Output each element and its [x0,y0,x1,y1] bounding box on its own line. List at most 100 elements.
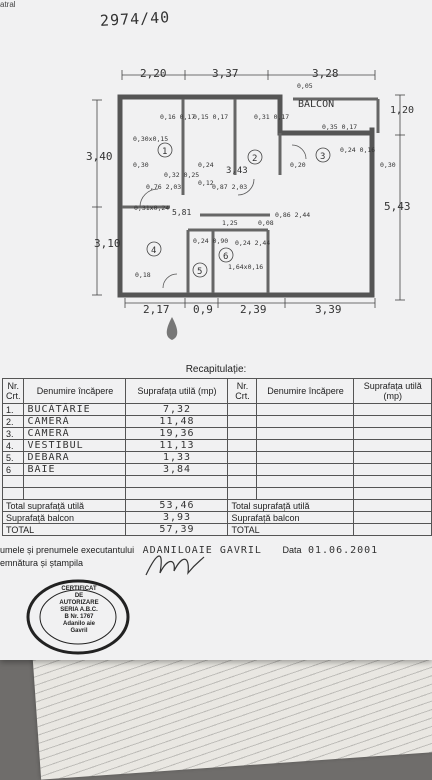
total-util-value: 53,46 [125,499,229,512]
plan-note: 0,12 [198,179,214,187]
balcon-area-label: Suprafață balcon [1,511,127,524]
room-number-6: 6 [223,252,228,262]
seal-line: Adanilo aie [62,621,95,627]
col-header-nr-2: Nr. Crt. [227,378,258,404]
right-total-util-label: Total suprafață utilă [227,499,355,512]
room-number-5: 5 [197,267,202,277]
dim-bottom-2: 0,9 [193,303,213,316]
seal-line: Gavril [70,628,88,634]
seal-line: AUTORIZARE [59,600,99,606]
plan-note: 0,35 0,17 [322,123,357,131]
seal-line: B Nr. 1767 [64,614,94,620]
dim-bottom-4: 3,39 [315,303,342,316]
row-name: BUCĂTĂRIE [23,403,127,416]
balcon-area-value: 3,93 [125,511,229,524]
row-name: BAIE [23,463,127,476]
signature [145,555,205,576]
row-nr: 5. [1,451,25,464]
table-row: 3. CAMERĂ 19,36 [1,427,432,440]
plan-note: 3,43 [226,166,248,176]
row-nr: 3. [1,427,25,440]
recap-table: Nr. Crt. Denumire încăpere Suprafața uti… [1,378,432,536]
total-util-label: Total suprafață utilă [1,499,127,512]
total-label: TOTAL [1,523,127,536]
dim-bottom-3: 2,39 [240,303,267,316]
total-value: 57,39 [125,523,229,536]
plan-note: 0,86 2,44 [275,211,310,219]
col-header-nr: Nr. Crt. [1,378,25,404]
row-area: 11,13 [125,439,229,452]
plan-note: 0,16 0,17 [160,113,195,121]
plan-note: 0,31x0,24 [134,204,169,212]
floor-plan: 2,20 3,37 3,28 2,17 0,9 2,39 3,39 3,40 3… [86,67,414,340]
plan-note: 0,24 2,44 [235,239,270,247]
plan-note: 0,76 2,03 [146,183,181,191]
plan-note: 0,87 2,03 [212,183,247,191]
row-name: DEBARA [23,451,127,464]
date-label: Data [282,545,302,555]
dim-bottom-1: 2,17 [143,303,170,316]
dim-right-2: 5,43 [384,200,411,213]
row-nr: 6 [1,463,25,476]
row-nr: 2. [1,415,25,428]
col-header-name-2: Denumire încăpere [256,378,355,404]
row-nr: 4. [1,439,25,452]
plan-note: 1,25 [222,219,238,227]
row-nr: 1. [1,403,25,416]
row-area: 1,33 [125,451,229,464]
plan-note: 0,18 [135,271,151,279]
footer-executor: umele și prenumele executantului ADANILO… [0,545,378,556]
plan-note: 1,64x0,16 [228,263,263,271]
plan-note: 0,05 [297,82,313,90]
plan-note: 0,24 0,90 [193,237,228,245]
plan-note: 0,30 [380,161,396,169]
stamp-seal: CERTIFICAT DE AUTORIZARE SERIA A.B.C. B … [25,578,131,656]
executor-label: umele și prenumele executantului [0,545,135,555]
room-number-2: 2 [252,154,257,164]
table-row: 5. DEBARA 1,33 [1,451,432,464]
plan-number: 2974/40 [99,8,171,30]
plan-note: 0,32 0,25 [164,171,199,179]
row-name: CAMERĂ [23,415,127,428]
room-number-3: 3 [320,152,325,162]
plan-note: 0,31 0,17 [254,113,289,121]
recap-title: Recapitulație: [185,364,247,375]
row-area: 3,84 [125,463,229,476]
dim-top-2: 3,37 [212,67,239,80]
signature-label: emnătura și ștampila [0,558,84,568]
dim-right-1: 1,20 [390,105,414,116]
corner-text: atral [0,0,16,9]
seal-line: CERTIFICAT [61,586,97,592]
col-header-area: Suprafața utilă (mp) [125,378,229,404]
table-row: 6 BAIE 3,84 [1,463,432,476]
plan-note: 0,15 0,17 [193,113,228,121]
row-area: 11,48 [125,415,229,428]
plan-note: 0,08 [258,219,274,227]
floor-plan-document: atral 2974/40 [0,0,432,660]
balcon-label: BALCON [298,99,334,110]
right-balcon-label: Suprafață balcon [227,511,355,524]
dim-left-1: 3,40 [86,150,113,163]
dim-left-2: 3,10 [94,237,121,250]
col-header-area-2: Suprafața utilă (mp) [353,378,432,404]
room-number-1: 1 [162,147,167,157]
table-row: 4. VESTIBUL 11,13 [1,439,432,452]
plan-note: 0,20 [290,161,306,169]
plan-note: 5,81 [172,208,191,217]
plan-note: 0,24 0,16 [340,146,375,154]
col-header-name: Denumire încăpere [23,378,127,404]
table-row: 1. BUCĂTĂRIE 7,32 [1,403,432,416]
date-value: 01.06.2001 [308,545,379,556]
row-area: 7,32 [125,403,229,416]
plan-note: 0,24 [198,161,214,169]
plan-note: 0,30x0,15 [133,135,168,143]
row-name: CAMERĂ [23,427,127,440]
row-area: 19,36 [125,427,229,440]
executor-name: ADANILOAIE GAVRIL [142,545,262,556]
right-total-label: TOTAL [227,523,355,536]
seal-line: DE [74,593,84,599]
seal-line: SERIA A.B.C. [60,607,98,613]
ink-blot-icon [166,317,178,340]
table-row: 2. CAMERĂ 11,48 [1,415,432,428]
dim-top-3: 3,28 [312,67,339,80]
